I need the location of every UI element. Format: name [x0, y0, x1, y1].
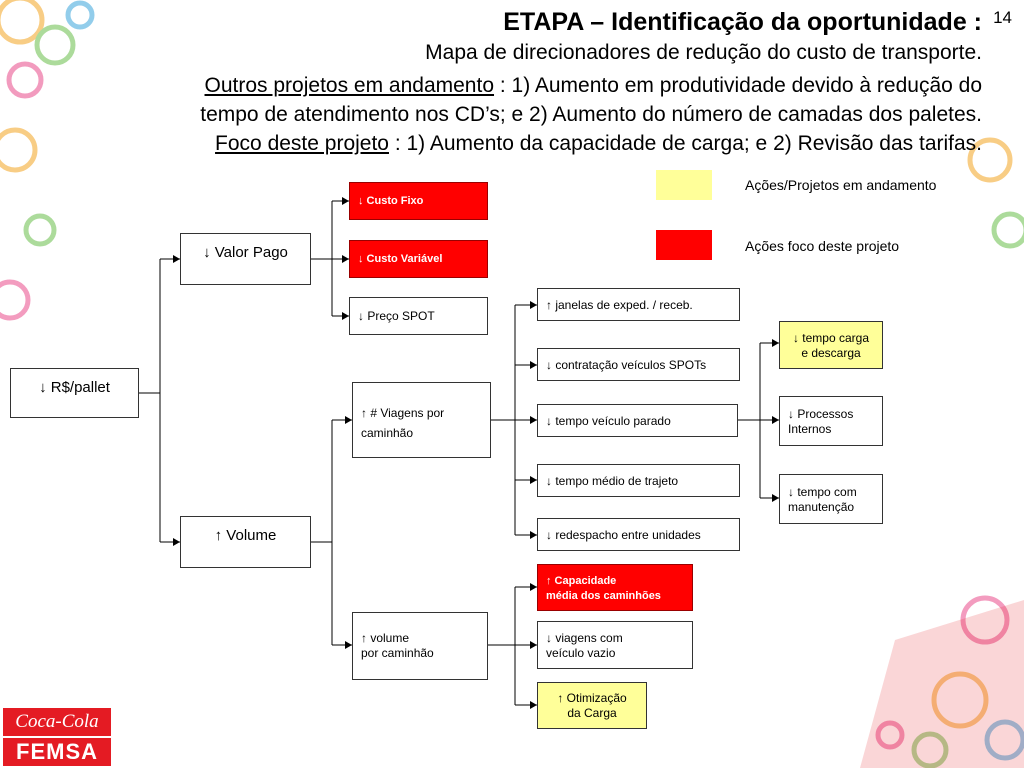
- node-custo-variavel: ↓ Custo Variável: [349, 240, 488, 278]
- legend-label-andamento: Ações/Projetos em andamento: [745, 177, 937, 193]
- foco-label: Foco deste projeto: [215, 132, 389, 155]
- node-tempo-carga: ↓ tempo carga e descarga: [779, 321, 883, 369]
- outros-text-2: tempo de atendimento nos CD’s; e 2) Aume…: [200, 103, 982, 126]
- coca-cola-logo: Coca-Cola: [3, 708, 111, 736]
- node-custo-fixo: ↓ Custo Fixo: [349, 182, 488, 220]
- projects-description: Outros projetos em andamento : 1) Aument…: [200, 71, 982, 158]
- femsa-logo: FEMSA: [3, 738, 111, 766]
- legend-swatch-andamento: [656, 170, 712, 200]
- node-redespacho: ↓ redespacho entre unidades: [537, 518, 740, 551]
- outros-label: Outros projetos em andamento: [204, 74, 495, 97]
- outros-text-1: : 1) Aumento em produtividade devido à r…: [494, 74, 982, 97]
- node-viagens-vazio: ↓ viagens com veículo vazio: [537, 621, 693, 669]
- node-tempo-medio: ↓ tempo médio de trajeto: [537, 464, 740, 497]
- slide-title: ETAPA – Identificação da oportunidade :: [503, 8, 982, 36]
- node-volume-caminhao: ↑ volume por caminhão: [352, 612, 488, 680]
- node-tempo-manutencao: ↓ tempo com manutenção: [779, 474, 883, 524]
- node-tempo-parado: ↓ tempo veículo parado: [537, 404, 738, 437]
- node-preco-spot: ↓ Preço SPOT: [349, 297, 488, 335]
- node-volume: ↑ Volume: [180, 516, 311, 568]
- node-valor-pago: ↓ Valor Pago: [180, 233, 311, 285]
- legend-label-foco: Ações foco deste projeto: [745, 238, 900, 254]
- foco-text: : 1) Aumento da capacidade de carga; e 2…: [388, 132, 982, 155]
- node-janelas: ↑ janelas de exped. / receb.: [537, 288, 740, 321]
- node-viagens-caminhao: ↑ # Viagens por caminhão: [352, 382, 491, 458]
- node-processos: ↓ Processos Internos: [779, 396, 883, 446]
- node-capacidade: ↑ Capacidade média dos caminhões: [537, 564, 693, 611]
- slide-subtitle: Mapa de direcionadores de redução do cus…: [425, 41, 982, 64]
- node-otimizacao: ↑ Otimização da Carga: [537, 682, 647, 729]
- legend-swatch-foco: [656, 230, 712, 260]
- node-rs-pallet: ↓ R$/pallet: [10, 368, 139, 418]
- node-contratacao: ↓ contratação veículos SPOTs: [537, 348, 740, 381]
- page-number: 14: [993, 8, 1012, 27]
